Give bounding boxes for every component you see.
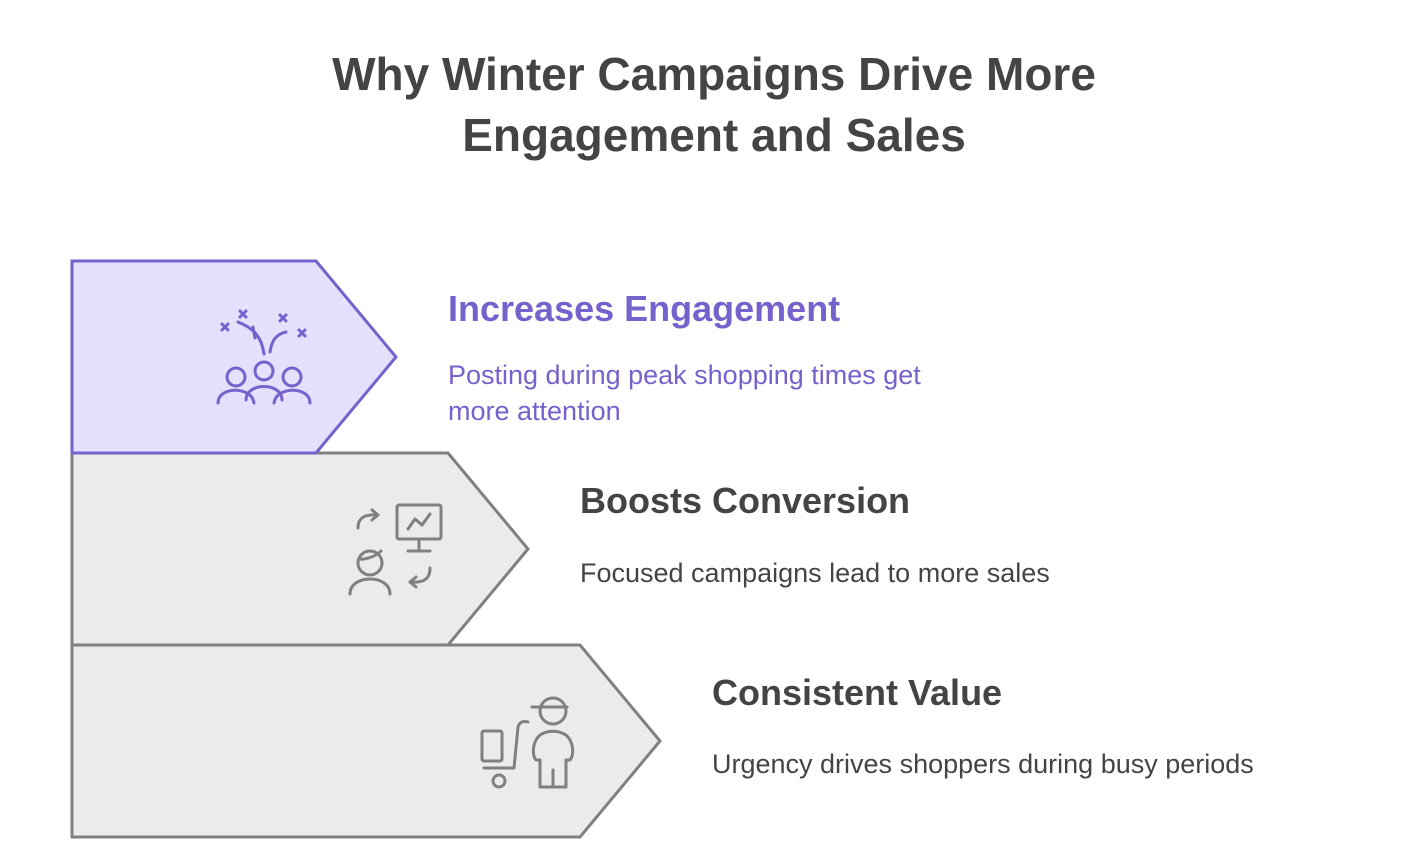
item-3-description-line-1: Urgency drives shoppers during busy peri…	[712, 749, 1254, 779]
shopper-cart-icon	[480, 696, 575, 789]
item-1-description-line-1: Posting during peak shopping times get	[448, 360, 921, 390]
item-2-description: Focused campaigns lead to more sales	[580, 555, 1050, 591]
item-1-description: Posting during peak shopping times get m…	[448, 357, 921, 429]
page-title: Why Winter Campaigns Drive More Engageme…	[0, 44, 1428, 166]
step-3-shape	[70, 643, 662, 839]
item-1-title: Increases Engagement	[448, 288, 841, 329]
person-chart-conversion-icon	[348, 503, 443, 596]
step-2-shape	[70, 451, 530, 647]
page-title-line-1: Why Winter Campaigns Drive More	[332, 48, 1096, 100]
step-1-shape	[70, 259, 398, 455]
item-3-description: Urgency drives shoppers during busy peri…	[712, 746, 1254, 782]
item-1-description-line-2: more attention	[448, 396, 621, 426]
page-title-line-2: Engagement and Sales	[462, 109, 966, 161]
item-3-title: Consistent Value	[712, 672, 1003, 713]
celebrating-crowd-icon	[216, 309, 312, 405]
item-2-description-line-1: Focused campaigns lead to more sales	[580, 558, 1050, 588]
item-2-title: Boosts Conversion	[580, 480, 911, 521]
